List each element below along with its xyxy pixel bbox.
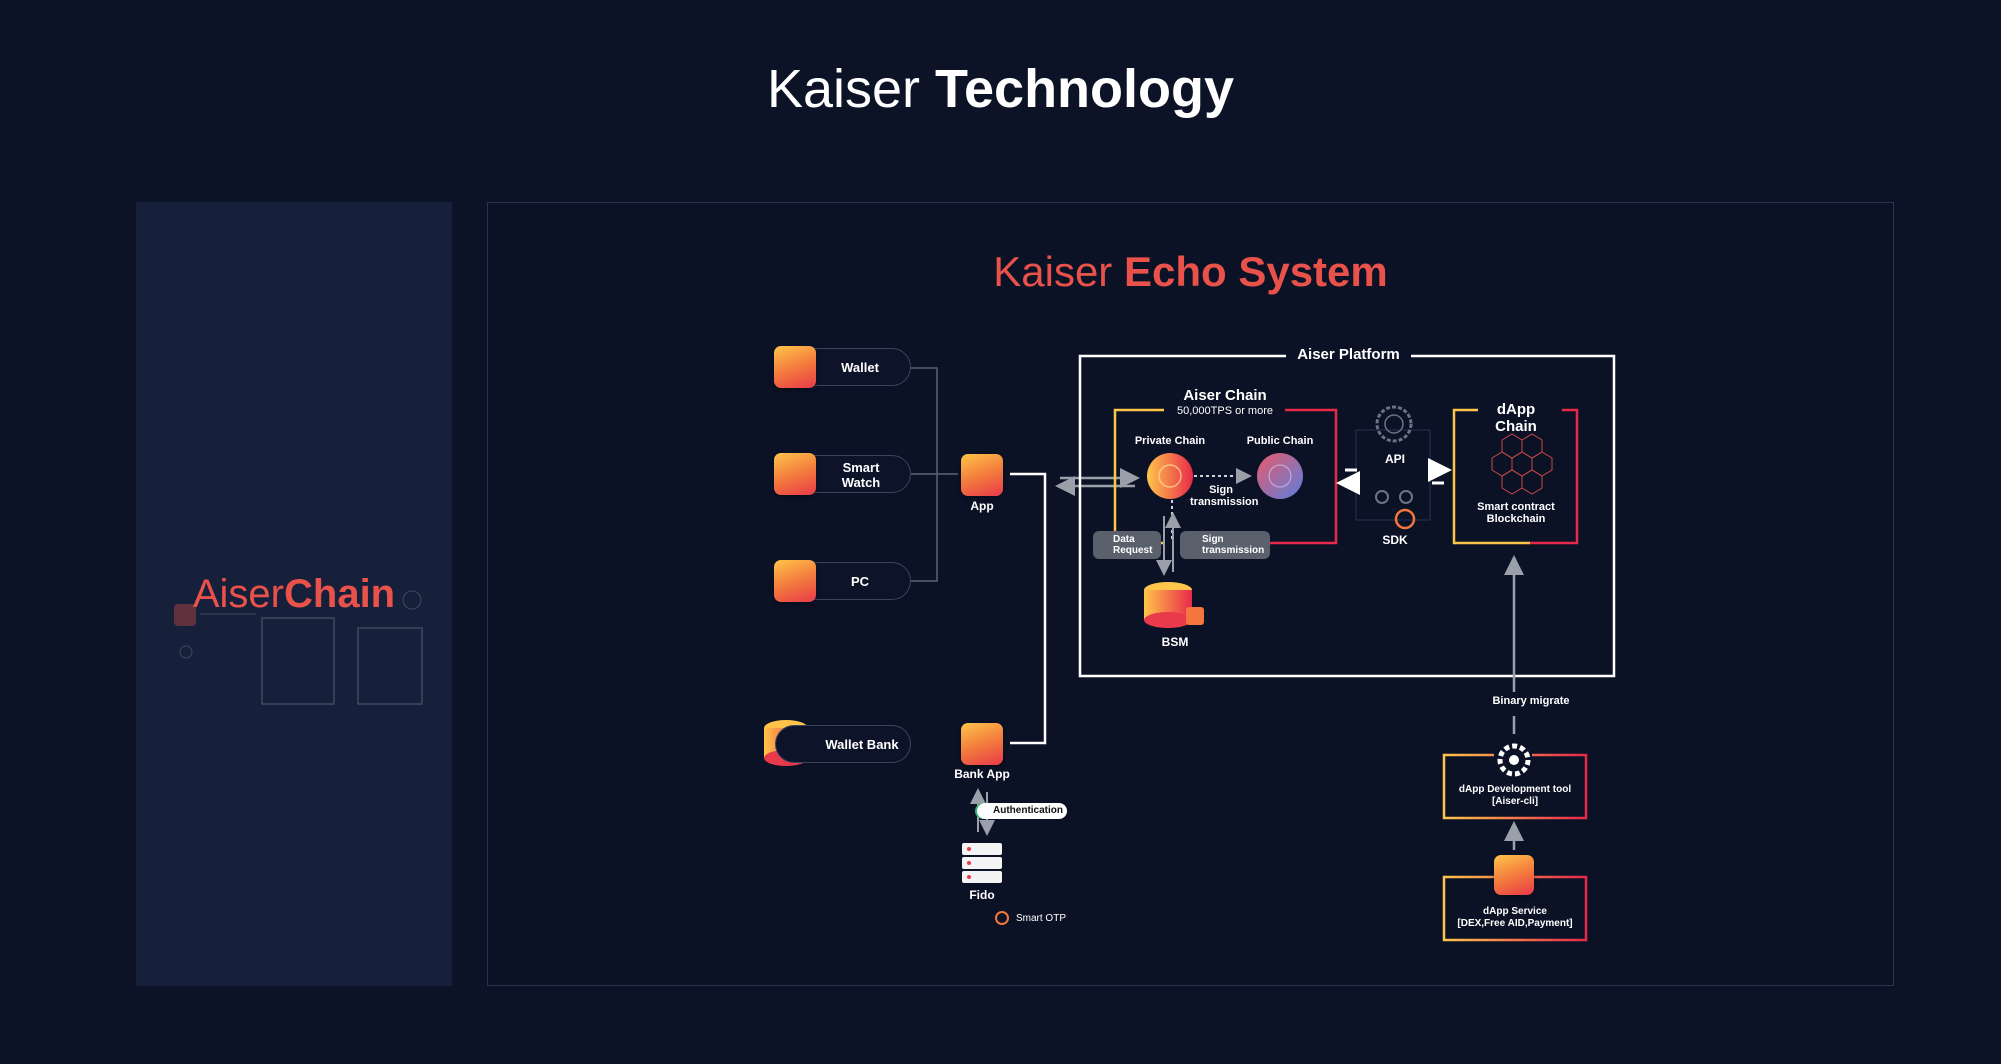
- binary-migrate-label: Binary migrate: [1492, 695, 1570, 707]
- smart-watch-label: Smart Watch: [841, 460, 881, 490]
- pc-icon: [774, 560, 816, 602]
- api-gear: [1375, 405, 1413, 443]
- dapp-service-icon[interactable]: [1494, 855, 1534, 895]
- aiser-platform-title: Aiser Platform: [1297, 346, 1400, 363]
- app-label: App: [970, 499, 994, 513]
- pc-label: PC: [850, 574, 870, 589]
- side-title-light: Aiser: [192, 572, 284, 616]
- thumb-circle: [179, 645, 193, 659]
- smart-contract-label: Smart contract Blockchain: [1477, 501, 1555, 525]
- aiser-platform-box: [1078, 354, 1616, 678]
- thumb-box-1: [261, 617, 335, 705]
- app-icon[interactable]: [961, 454, 1003, 496]
- wallet-icon: [774, 346, 816, 388]
- api-sdk-box: [1355, 429, 1431, 521]
- bsm-database: [1144, 582, 1192, 628]
- bsm-label: BSM: [1161, 635, 1189, 649]
- dapp-chain-box-right: [1530, 408, 1579, 545]
- dapp-chain-title: dApp Chain: [1495, 401, 1537, 435]
- page-title-light: Kaiser: [766, 59, 921, 119]
- sign-transmission-tag[interactable]: Sign transmission: [1180, 531, 1270, 559]
- data-request-label: Data Request: [1113, 534, 1153, 556]
- wallet-label: Wallet: [841, 360, 879, 375]
- dapp-service-label-2: [DEX,Free AID,Payment]: [1457, 918, 1573, 929]
- thumb-gear: [402, 590, 422, 610]
- thumb-box-2: [357, 627, 423, 705]
- thumb-icon: [174, 604, 196, 626]
- aiser-chain-title: Aiser Chain: [1183, 387, 1267, 404]
- sdk-gear-1: [1375, 490, 1389, 504]
- public-chain-orb: [1257, 453, 1303, 499]
- data-request-tag[interactable]: Data Request: [1093, 531, 1161, 559]
- wallet-bank-pill[interactable]: [775, 725, 911, 763]
- dev-tool-label-2: [Aiser-cli]: [1491, 796, 1539, 807]
- echo-system-title: Kaiser Echo System: [487, 248, 1894, 296]
- authentication-label: Authentication: [993, 805, 1063, 816]
- public-chain-label: Public Chain: [1246, 435, 1314, 447]
- fido-label: Fido: [969, 888, 995, 902]
- smart-otp-icon: [995, 911, 1009, 925]
- dapp-chain-box-left: [1452, 408, 1530, 545]
- private-chain-orb: [1147, 453, 1193, 499]
- authentication-badge: Authentication: [977, 803, 1067, 819]
- dapp-service-box: [1442, 875, 1588, 942]
- page-title-bold: Technology: [935, 59, 1235, 119]
- api-label: API: [1384, 452, 1405, 466]
- bank-app-label: Bank App: [954, 767, 1010, 781]
- sdk-label: SDK: [1382, 533, 1408, 547]
- smart-watch-icon: [774, 453, 816, 495]
- echo-title-light: Kaiser: [993, 248, 1113, 295]
- private-chain-label: Private Chain: [1134, 435, 1206, 447]
- aiserchain-panel[interactable]: [136, 202, 452, 986]
- sign-transmission-label-2: Sign transmission: [1202, 534, 1265, 556]
- page-title: Kaiser Technology: [0, 58, 2001, 120]
- smart-otp-label: Smart OTP: [1015, 913, 1066, 924]
- bsm-badge: [1186, 607, 1204, 625]
- side-title-bold: Chain: [284, 572, 396, 616]
- aiserchain-title: AiserChain: [136, 572, 452, 617]
- bank-app-icon[interactable]: [961, 723, 1003, 765]
- wallet-bank-label: Wallet Bank: [825, 737, 899, 752]
- dev-tool-label-1: dApp Development tool: [1458, 784, 1572, 795]
- aiser-chain-tps: 50,000TPS or more: [1177, 405, 1273, 417]
- fido-server: [962, 843, 1002, 883]
- sdk-gear-2: [1394, 508, 1416, 530]
- sign-transmission-label-1: Sign transmission: [1190, 484, 1259, 508]
- dev-tool-gear: [1497, 743, 1531, 777]
- dapp-service-label-1: dApp Service: [1483, 906, 1547, 917]
- dev-tool-box: [1442, 753, 1588, 820]
- app-to-platform-line: [1010, 472, 1047, 745]
- echo-title-bold: Echo System: [1123, 248, 1388, 295]
- smart-contract-cubes: [1491, 433, 1553, 495]
